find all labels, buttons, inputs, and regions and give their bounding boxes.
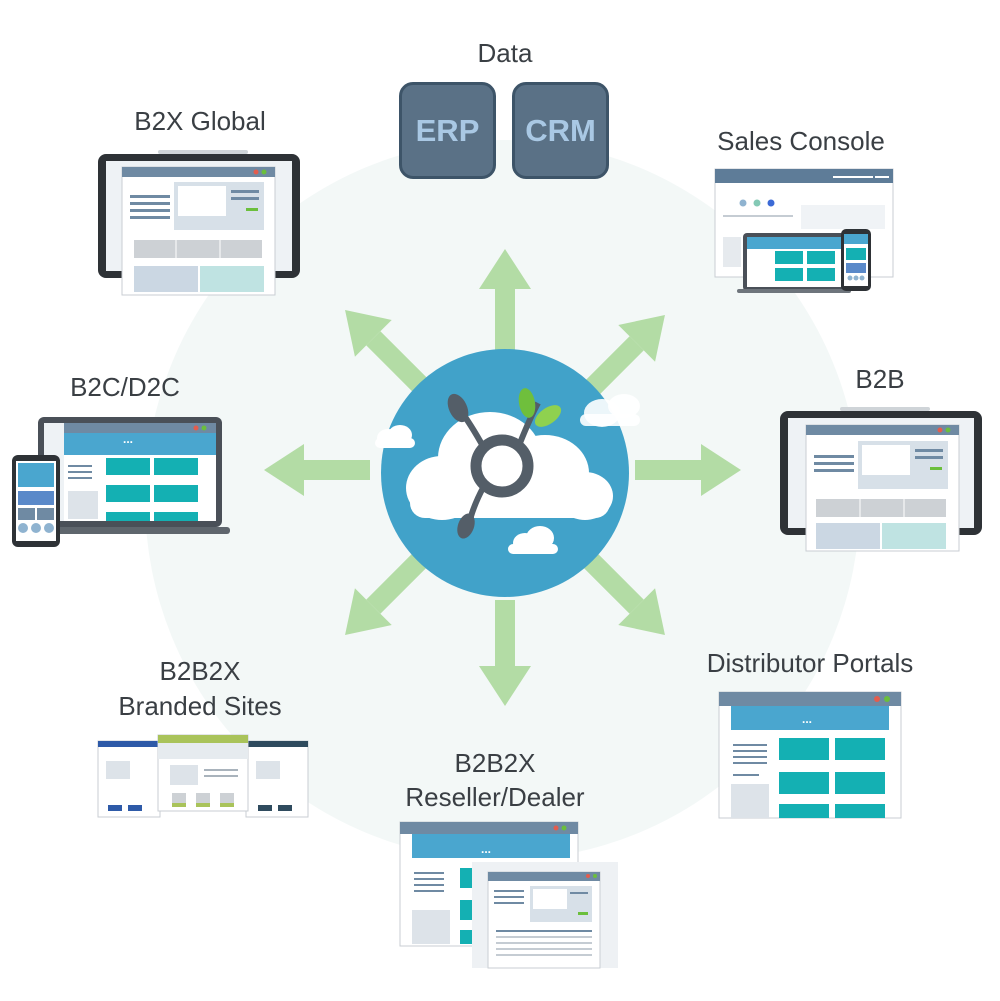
distributor-portals-label: Distributor Portals bbox=[706, 648, 914, 678]
reseller-dealer-screenshot-icon bbox=[399, 821, 618, 969]
b2b2x-branded-label-line1: B2B2X bbox=[159, 656, 241, 686]
laptop-and-phone-screenshot-icon bbox=[12, 417, 230, 547]
arrow-up bbox=[479, 249, 531, 355]
distributor-ellipsis: ... bbox=[802, 712, 813, 726]
erp-label: ERP bbox=[415, 112, 480, 148]
cloud-commerce-logo-icon bbox=[381, 349, 640, 597]
data-label: Data bbox=[477, 38, 533, 68]
b2b2x-reseller-label-line2: Reseller/Dealer bbox=[405, 782, 585, 812]
b2b-tablet-screenshot-icon bbox=[780, 407, 982, 552]
b2b-label: B2B bbox=[855, 364, 905, 394]
tablet-screenshot-icon bbox=[98, 150, 300, 296]
b2x-global-label: B2X Global bbox=[134, 106, 266, 136]
b2b2x-reseller-label-line1: B2B2X bbox=[454, 748, 536, 778]
sales-console-screenshot-icon bbox=[714, 168, 894, 293]
thumbnail-ellipsis: ... bbox=[123, 432, 134, 446]
arrow-down bbox=[479, 600, 531, 706]
b2b2x-branded-label-line2: Branded Sites bbox=[118, 691, 282, 721]
crm-label: CRM bbox=[525, 112, 596, 148]
reseller-ellipsis: ... bbox=[481, 842, 492, 856]
arrow-left bbox=[264, 444, 370, 496]
sales-console-label: Sales Console bbox=[717, 126, 885, 156]
small-cloud-icon bbox=[375, 425, 415, 448]
crm-database-box: CRM bbox=[512, 82, 609, 179]
branded-sites-screenshot-icon bbox=[97, 734, 309, 818]
distributor-portal-screenshot-icon bbox=[718, 691, 902, 819]
arrow-right bbox=[635, 444, 741, 496]
erp-database-box: ERP bbox=[399, 82, 496, 179]
b2c-d2c-label: B2C/D2C bbox=[70, 372, 180, 402]
